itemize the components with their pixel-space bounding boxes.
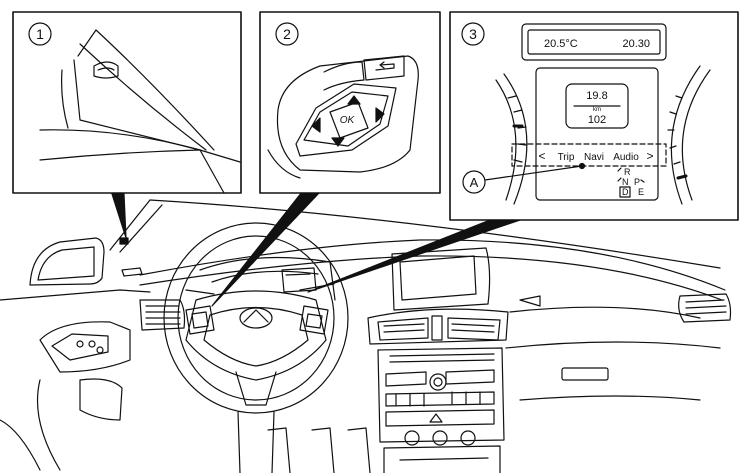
menu-right-arrow: > — [646, 149, 653, 163]
gear-e: E — [638, 187, 644, 197]
menu-highlight — [511, 143, 667, 167]
door-handle — [79, 378, 123, 421]
panel-1-number: 1 — [36, 26, 44, 42]
cluster-center-display — [281, 267, 317, 293]
menu-item-navi: Navi — [584, 152, 604, 163]
callout-a: A — [462, 162, 586, 194]
panel-2: 2 OK — [259, 11, 441, 194]
dashboard-illustration — [0, 199, 732, 473]
steering-wheel — [163, 222, 349, 473]
passenger-dash — [505, 295, 721, 401]
back-button — [363, 55, 405, 81]
trip-value-top: 19.8 — [586, 90, 607, 102]
trip-value-bottom: 102 — [588, 114, 606, 126]
trip-box — [565, 83, 629, 129]
trip-unit: km — [593, 107, 601, 113]
wheel-left-controls — [185, 305, 215, 335]
dpad-up-icon — [347, 95, 361, 105]
left-gauge — [495, 73, 528, 205]
pointer-panel-1 — [111, 193, 127, 239]
back-icon — [375, 61, 395, 71]
mirror-switch — [119, 237, 129, 245]
menu-item-audio: Audio — [613, 152, 639, 163]
menu-item-trip: Trip — [558, 152, 575, 163]
dpad-left-icon — [311, 117, 321, 133]
center-vent-left — [377, 317, 429, 341]
side-mirror — [29, 237, 105, 286]
gear-d: D — [622, 187, 629, 197]
instrument-cluster — [199, 256, 336, 301]
pedals — [267, 427, 371, 473]
temperature-readout: 20.5°C — [544, 38, 578, 50]
panel-3-number: 3 — [469, 26, 477, 42]
gear-indicator: R N P D E — [617, 167, 645, 198]
dpad-right-icon — [375, 107, 385, 123]
right-gauge — [667, 65, 711, 205]
callout-a-label: A — [470, 175, 479, 190]
ok-label: OK — [340, 115, 356, 126]
menu-left-arrow: < — [538, 149, 545, 163]
window-switch-cluster — [51, 333, 109, 361]
wheel-right-controls — [299, 305, 329, 335]
gear-r: R — [624, 167, 631, 177]
clock-readout: 20.30 — [622, 38, 650, 50]
callout-pointers — [111, 191, 521, 307]
windshield-top — [149, 199, 721, 269]
door-panel — [0, 237, 151, 471]
right-air-vent — [678, 293, 732, 323]
gear-p: P — [634, 177, 640, 187]
panel-3: 3 20.5°C 20.30 19.8 km 102 — [449, 11, 739, 221]
infiniti-logo — [239, 307, 273, 329]
top-info-display: 20.5°C 20.30 — [521, 23, 667, 61]
dpad-down-icon — [331, 137, 345, 147]
center-vent-right — [447, 317, 501, 341]
mid-display — [535, 67, 659, 201]
center-stack — [367, 308, 509, 473]
mirror-switch-icon — [93, 61, 119, 79]
panel-2-number: 2 — [283, 26, 291, 42]
dpad — [295, 83, 397, 157]
dashboard-top — [139, 239, 726, 291]
glovebox-handle — [561, 367, 609, 381]
center-display — [391, 247, 491, 311]
panel-1: 1 — [12, 11, 242, 194]
gear-n: N — [622, 177, 629, 187]
